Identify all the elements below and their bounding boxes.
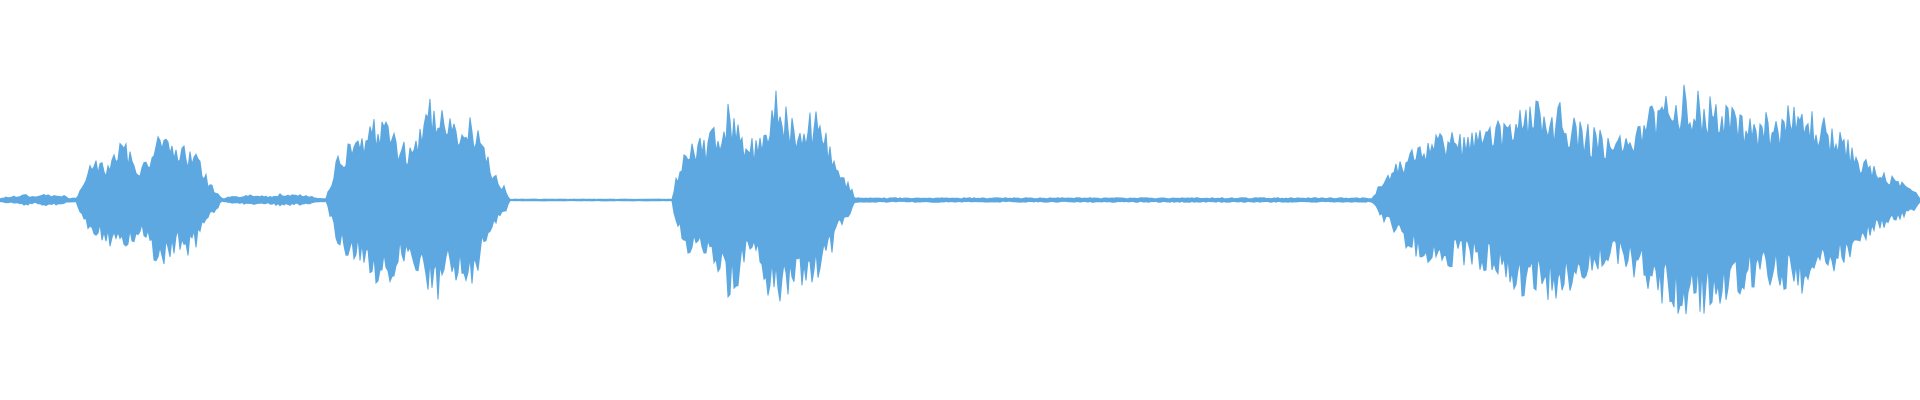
waveform-path [0,84,1920,315]
